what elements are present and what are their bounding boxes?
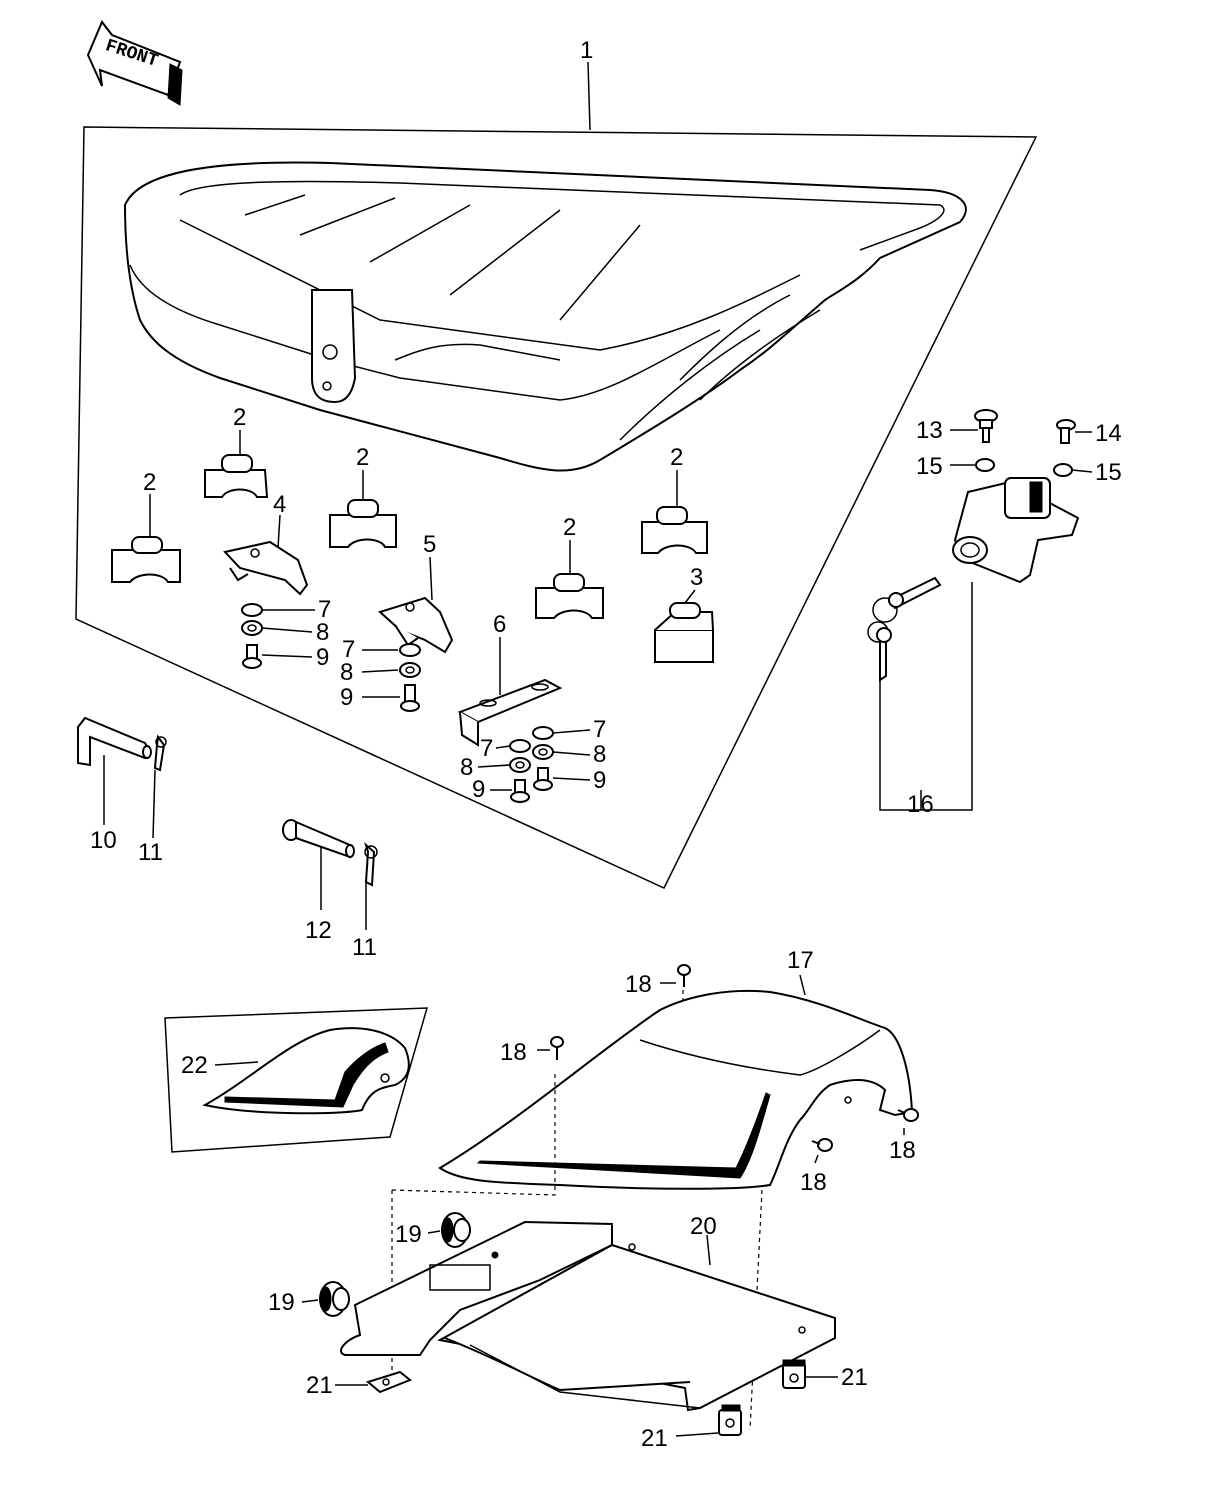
lock-nut-15b (1053, 463, 1073, 477)
callout-15a: 15 (916, 453, 943, 480)
callout-4: 4 (273, 491, 286, 518)
alignment-dashes-left (391, 1070, 556, 1196)
damper-rubber-e (641, 506, 708, 554)
callout-21a: 21 (306, 1372, 333, 1399)
callout-7c: 7 (593, 716, 606, 743)
tail-screw-d (811, 1138, 833, 1152)
seat-tray (340, 1220, 836, 1412)
callout-8c: 8 (593, 741, 606, 768)
callout-2a: 2 (233, 404, 246, 431)
tail-screw-c (897, 1108, 919, 1122)
callout-18b: 18 (500, 1039, 527, 1066)
callout-7d: 7 (480, 735, 493, 762)
clip-c (718, 1404, 742, 1436)
callout-11a: 11 (138, 839, 163, 866)
callout-8a: 8 (316, 619, 329, 646)
grommet-a (441, 1212, 471, 1248)
callout-9c: 9 (593, 767, 606, 794)
callout-2c: 2 (356, 444, 369, 471)
callout-14: 14 (1095, 420, 1122, 447)
tail-cover-inset-frame (164, 1007, 429, 1153)
damper-rubber-b (111, 536, 181, 583)
clip-a (365, 1370, 412, 1394)
callout-2b: 2 (143, 469, 156, 496)
seat-assembly-frame (75, 126, 1038, 889)
callout-15b: 15 (1095, 459, 1122, 486)
callout-3: 3 (690, 564, 703, 591)
tail-screw-b (550, 1036, 564, 1060)
fastener-stack-right (509, 726, 554, 803)
callout-18a: 18 (625, 971, 652, 998)
callout-16: 16 (907, 791, 934, 818)
callout-21b: 21 (841, 1364, 868, 1391)
grommet-b (319, 1281, 350, 1317)
hinge-pin (77, 716, 152, 767)
bracket-plate-6 (457, 678, 563, 747)
cotter-pin-a (153, 734, 167, 772)
callout-20: 20 (690, 1213, 717, 1240)
fastener-stack-mid (399, 643, 421, 712)
callout-9b: 9 (340, 684, 353, 711)
callout-1: 1 (580, 37, 593, 64)
tail-cover-inset (202, 1027, 410, 1115)
callout-9d: 9 (472, 776, 485, 803)
callout-22: 22 (181, 1052, 208, 1079)
lock-nut-15a (975, 458, 995, 472)
callout-8d: 8 (460, 754, 473, 781)
callout-5: 5 (423, 531, 436, 558)
callout-2e: 2 (670, 444, 683, 471)
tail-cover (438, 989, 914, 1190)
callout-21c: 21 (641, 1425, 668, 1452)
lock-screw-14 (1056, 419, 1076, 444)
callout-9a: 9 (316, 644, 329, 671)
damper-rubber-a (204, 454, 269, 498)
cotter-pin-b (364, 842, 378, 887)
callout-19a: 19 (395, 1221, 422, 1248)
leader-lines-upper (149, 430, 696, 791)
bracket-5 (378, 596, 454, 654)
damper-block (654, 602, 714, 663)
lock-screw-13 (974, 409, 998, 443)
lock-keys (867, 576, 942, 682)
callout-7a: 7 (318, 596, 331, 623)
callout-13: 13 (916, 417, 943, 444)
front-arrow: FRONT (86, 20, 183, 106)
damper-rubber-c (329, 499, 397, 548)
callout-2d: 2 (563, 514, 576, 541)
callout-8b: 8 (340, 659, 353, 686)
seat-lock (952, 477, 1080, 584)
fastener-stack-left (241, 603, 263, 669)
callout-18d: 18 (800, 1169, 827, 1196)
callout-11b: 11 (352, 934, 377, 961)
callout-17: 17 (787, 947, 814, 974)
clip-b (782, 1359, 806, 1389)
callout-6: 6 (493, 611, 506, 638)
callout-12: 12 (305, 917, 332, 944)
callout-7b: 7 (342, 636, 355, 663)
damper-rubber-d (535, 573, 604, 619)
callout-19b: 19 (268, 1289, 295, 1316)
seat (123, 161, 967, 472)
bracket-4 (223, 540, 309, 596)
tail-screw-a (677, 964, 691, 987)
callout-10: 10 (90, 827, 117, 854)
callout-18c: 18 (889, 1137, 916, 1164)
hinge-bolt (282, 819, 355, 859)
